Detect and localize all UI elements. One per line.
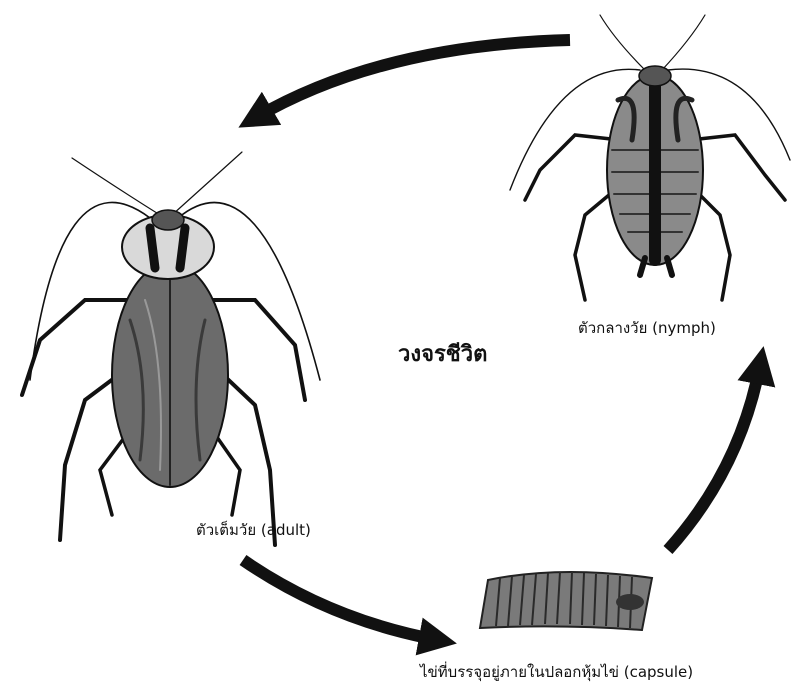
nymph-label: ตัวกลางวัย (nymph) — [578, 316, 716, 340]
arrow-adult-to-capsule — [243, 560, 438, 640]
adult-label: ตัวเต็มวัย (adult) — [196, 518, 311, 542]
arrow-nymph-to-adult — [255, 40, 570, 118]
capsule-label: ไข่ที่บรรจุอยู่ภายในปลอกหุ้มไข่ (capsule… — [420, 660, 693, 684]
diagram-title: วงจรชีวิต — [398, 336, 487, 371]
egg-capsule-illustration — [480, 572, 652, 630]
arrow-capsule-to-nymph — [668, 365, 760, 550]
nymph-illustration — [510, 15, 790, 300]
adult-cockroach-illustration — [22, 152, 320, 545]
